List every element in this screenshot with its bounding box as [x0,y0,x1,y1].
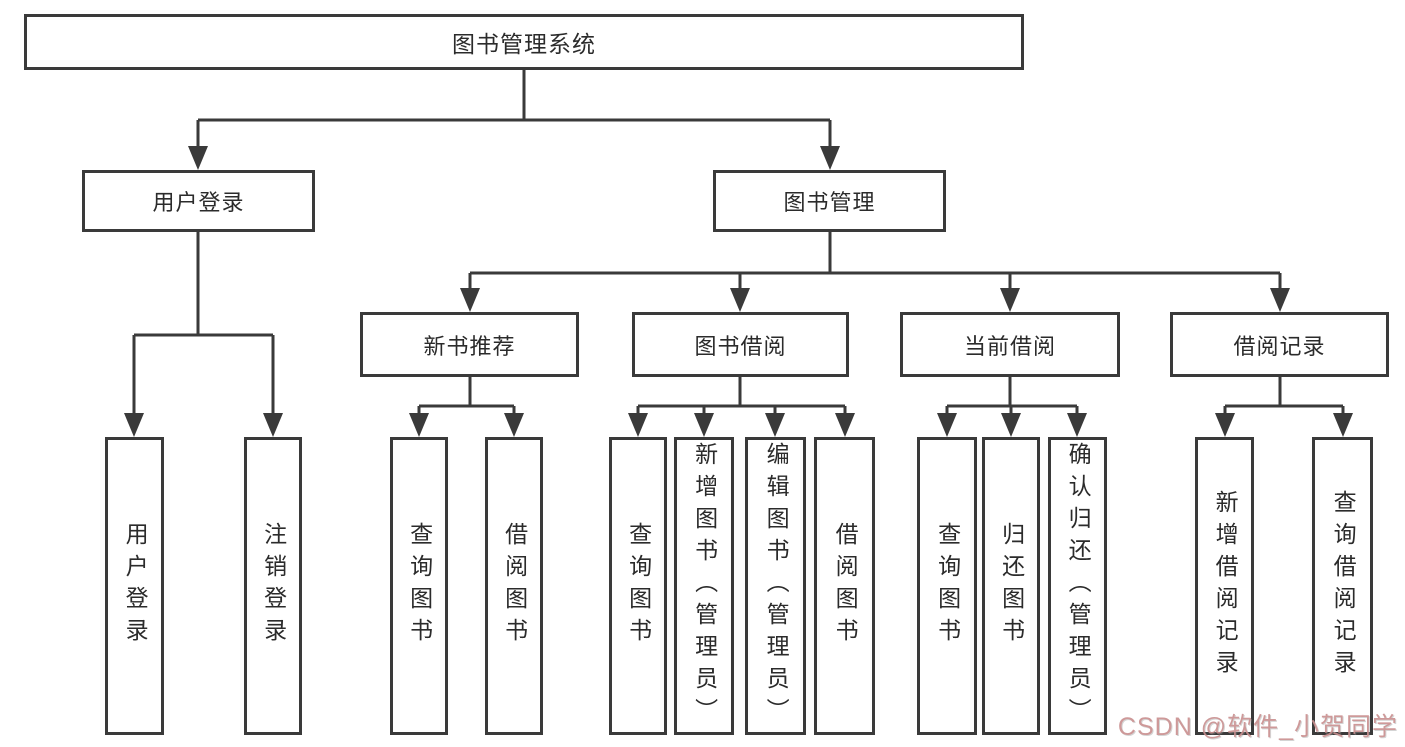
node-book-borrowing: 图书借阅 [632,312,849,377]
node-current-borrowing-label: 当前借阅 [963,333,1056,359]
leaf-user-login: 用户登录 [105,437,164,735]
node-user-login-label: 用户登录 [152,190,245,215]
leaf-return-books-label: 归还图书 [998,522,1025,650]
leaf-query-books-borrowing-label: 查询图书 [625,522,652,650]
node-user-login: 用户登录 [82,170,315,232]
leaf-borrow-books-recommend: 借阅图书 [485,437,543,735]
leaf-logout-login-label: 注销登录 [260,522,287,650]
leaf-query-books-current-label: 查询图书 [934,522,961,650]
node-book-management-label: 图书管理 [783,190,876,215]
node-root: 图书管理系统 [24,14,1024,70]
leaf-confirm-return-admin: 确认归还（管理员） [1048,437,1107,735]
leaf-add-borrow-record-label: 新增借阅记录 [1212,490,1239,682]
node-new-book-recommendation: 新书推荐 [360,312,579,377]
leaf-query-borrow-record: 查询借阅记录 [1312,437,1373,735]
leaf-query-books-current: 查询图书 [917,437,977,735]
leaf-borrow-books-recommend-label: 借阅图书 [501,522,528,650]
node-borrowing-records: 借阅记录 [1170,312,1389,377]
node-book-borrowing-label: 图书借阅 [694,333,787,359]
leaf-user-login-label: 用户登录 [122,522,149,650]
node-new-book-recommendation-label: 新书推荐 [423,333,516,359]
node-book-management: 图书管理 [713,170,946,232]
leaf-add-books-admin-label: 新增图书（管理员） [691,442,718,730]
leaf-confirm-return-admin-label: 确认归还（管理员） [1065,442,1092,730]
leaf-query-books-recommend-label: 查询图书 [406,522,433,650]
node-borrowing-records-label: 借阅记录 [1233,333,1326,359]
arrowheads [124,146,1353,437]
leaf-query-books-recommend: 查询图书 [390,437,448,735]
leaf-add-borrow-record: 新增借阅记录 [1195,437,1254,735]
leaf-borrow-books-label: 借阅图书 [832,522,859,650]
leaf-query-borrow-record-label: 查询借阅记录 [1330,490,1357,682]
connector-strokes [132,70,1345,413]
leaf-return-books: 归还图书 [982,437,1040,735]
leaf-edit-books-admin-label: 编辑图书（管理员） [763,442,790,730]
leaf-query-books-borrowing: 查询图书 [609,437,667,735]
node-current-borrowing: 当前借阅 [900,312,1120,377]
leaf-logout-login: 注销登录 [244,437,302,735]
node-root-label: 图书管理系统 [452,31,596,57]
leaf-borrow-books: 借阅图书 [814,437,875,735]
leaf-add-books-admin: 新增图书（管理员） [674,437,734,735]
leaf-edit-books-admin: 编辑图书（管理员） [745,437,806,735]
